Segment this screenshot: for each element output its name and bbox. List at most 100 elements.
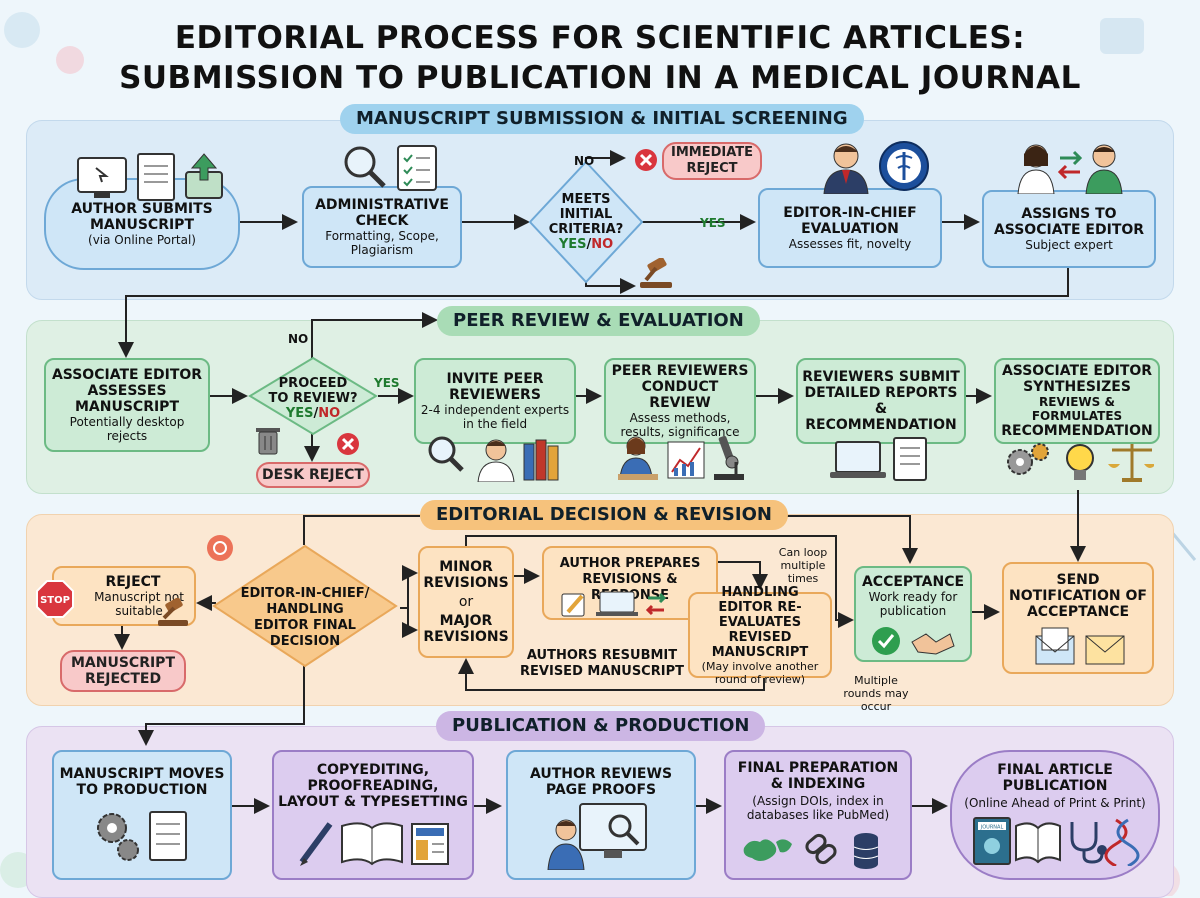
page-title: EDITORIAL PROCESS FOR SCIENTIFIC ARTICLE…: [0, 18, 1200, 98]
assign-associate-title: ASSIGNS TO ASSOCIATE EDITOR: [993, 206, 1145, 238]
books-icon: [523, 439, 559, 481]
desk-reject-label: DESK REJECT: [262, 467, 364, 483]
computer-icon: [77, 157, 127, 198]
reject-title: REJECT: [105, 574, 161, 590]
document-icon-3: [149, 811, 187, 861]
scientist-icon: [477, 439, 515, 482]
gears-icon: [1007, 443, 1049, 475]
admin-check-title: ADMINISTRATIVE CHECK: [315, 197, 449, 229]
conduct-review-sub: Assess methods, results, significance: [620, 411, 740, 439]
editor-person-icon: [823, 143, 869, 194]
submit-reports-title: REVIEWERS SUBMIT DETAILED REPORTS & RECO…: [802, 369, 960, 433]
stethoscope-icon: [1070, 822, 1107, 864]
stop-sign-icon: STOP: [36, 580, 74, 618]
envelope-icon: [1035, 627, 1075, 665]
reject-sub: Manuscript not suitable: [94, 590, 184, 618]
acceptance-sub: Work ready for publication: [868, 590, 958, 618]
document-icon-2: [893, 437, 927, 481]
pen-icon: [299, 822, 333, 866]
invite-icons: [428, 436, 559, 482]
synthesize-line2: REVIEWS & FORMULATES: [1031, 395, 1123, 423]
synthesize-line1: ASSOCIATE EDITOR SYNTHESIZES: [1001, 363, 1153, 395]
criteria-q-line2: INITIAL: [559, 207, 613, 222]
admin-check-box: ADMINISTRATIVE CHECK Formatting, Scope, …: [302, 186, 462, 268]
indexing-icons: [743, 833, 879, 869]
moves-to-production-title: MANUSCRIPT MOVES TO PRODUCTION: [59, 766, 225, 798]
caduceus-icon: [879, 141, 929, 191]
layout-icon: [411, 823, 449, 865]
magnifier-icon-2: [428, 436, 464, 472]
criteria-diamond: [528, 160, 644, 284]
open-book-icon: [341, 822, 403, 866]
immediate-reject-label: IMMEDIATE REJECT: [670, 145, 754, 176]
major-revisions: MAJOR REVISIONS: [423, 613, 509, 645]
proceed-yes: YES: [285, 406, 314, 421]
trash-icon: [256, 428, 280, 455]
x-circle-icon-2: [337, 433, 359, 455]
section-title-publication: PUBLICATION & PRODUCTION: [436, 711, 766, 741]
exchange-arrows-icon-2: [645, 592, 667, 616]
criteria-slash: /: [586, 237, 592, 252]
assign-associate-sub: Subject expert: [1025, 238, 1113, 252]
associate-assesses-box: ASSOCIATE EDITOR ASSESSES MANUSCRIPT Pot…: [44, 358, 210, 452]
multiple-rounds-note: Multiple rounds may occur: [843, 674, 909, 713]
production-icons: [97, 811, 187, 861]
synthesize-line3: RECOMMENDATION: [1001, 423, 1153, 439]
eic-evaluation-sub: Assesses fit, novelty: [788, 237, 912, 251]
check-icon: [872, 627, 900, 655]
associate-assesses-sub: Potentially desktop rejects: [69, 415, 185, 443]
reject-box: REJECT Manuscript not suitable: [52, 566, 196, 626]
magnifier-icon: [344, 146, 386, 188]
re-evaluates-title: HANDLING EDITOR RE-EVALUATES REVISED MAN…: [711, 584, 809, 660]
assign-icons: [1017, 144, 1123, 194]
gears-icon-2: [97, 813, 139, 861]
re-evaluates-sub: (May involve another round of review): [701, 659, 819, 686]
synthesize-box: ASSOCIATE EDITOR SYNTHESIZES REVIEWS & F…: [994, 358, 1160, 444]
pencil-icon: [561, 593, 585, 617]
decision-diamond: [212, 544, 398, 668]
notify-icons: [1035, 627, 1125, 665]
publication-icons: JOURNAL: [973, 817, 1140, 866]
handshake-icon: [911, 633, 955, 655]
person-man-icon: [1085, 144, 1123, 194]
acceptance-icons: [872, 627, 955, 655]
desk-reject: DESK REJECT: [256, 462, 370, 488]
proceed-no-label: NO: [288, 332, 309, 346]
chart-icon: [667, 441, 705, 479]
revisions-box: MINOR REVISIONS or MAJOR REVISIONS: [418, 546, 514, 658]
loop-note: Can loop multiple times: [778, 546, 828, 585]
author-icons: [77, 153, 223, 201]
laptop-icon-2: [596, 591, 638, 616]
proceed-slash: /: [313, 406, 319, 421]
final-publication-sub: (Online Ahead of Print & Print): [964, 796, 1146, 810]
title-line-2: SUBMISSION TO PUBLICATION IN A MEDICAL J…: [119, 60, 1081, 96]
x-circle-icon: [635, 149, 657, 171]
conduct-review-title: PEER REVIEWERS CONDUCT REVIEW: [611, 363, 749, 411]
minor-revisions: MINOR REVISIONS: [423, 559, 509, 591]
criteria-yes-label: YES: [700, 216, 726, 230]
moves-to-production-box: MANUSCRIPT MOVES TO PRODUCTION: [52, 750, 232, 880]
synth-icons: [1007, 443, 1154, 482]
proceed-q-line2: TO REVIEW?: [268, 391, 358, 406]
title-line-1: EDITORIAL PROCESS FOR SCIENTIFIC ARTICLE…: [174, 20, 1026, 56]
eic-evaluation-box: EDITOR-IN-CHIEF EVALUATION Assesses fit,…: [758, 188, 942, 268]
acceptance-box: ACCEPTANCE Work ready for publication: [854, 566, 972, 662]
section-title-decision: EDITORIAL DECISION & REVISION: [420, 500, 788, 530]
conduct-review-box: PEER REVIEWERS CONDUCT REVIEW Assess met…: [604, 358, 756, 444]
section-title-submission: MANUSCRIPT SUBMISSION & INITIAL SCREENIN…: [340, 104, 864, 134]
final-preparation-sub: (Assign DOIs, index in databases like Pu…: [746, 794, 890, 822]
manuscript-rejected-label: MANUSCRIPT REJECTED: [70, 655, 175, 687]
final-publication-title: FINAL ARTICLE PUBLICATION: [997, 762, 1113, 794]
stop-text: STOP: [40, 595, 70, 606]
scales-icon: [1108, 444, 1154, 482]
dna-icon: [1104, 818, 1140, 866]
proceed-yes-label: YES: [374, 376, 400, 390]
checklist-icon: [397, 145, 437, 191]
proceed-q-line1: PROCEED: [278, 376, 348, 391]
criteria-no: NO: [591, 237, 614, 252]
author-submits-title: AUTHOR SUBMITS MANUSCRIPT: [71, 201, 213, 233]
re-evaluates-box: HANDLING EDITOR RE-EVALUATES REVISED MAN…: [688, 585, 832, 686]
assign-associate-box: ASSIGNS TO ASSOCIATE EDITOR Subject expe…: [982, 190, 1156, 268]
laptop-icon: [830, 441, 886, 478]
eic-evaluation-title: EDITOR-IN-CHIEF EVALUATION: [783, 205, 917, 237]
